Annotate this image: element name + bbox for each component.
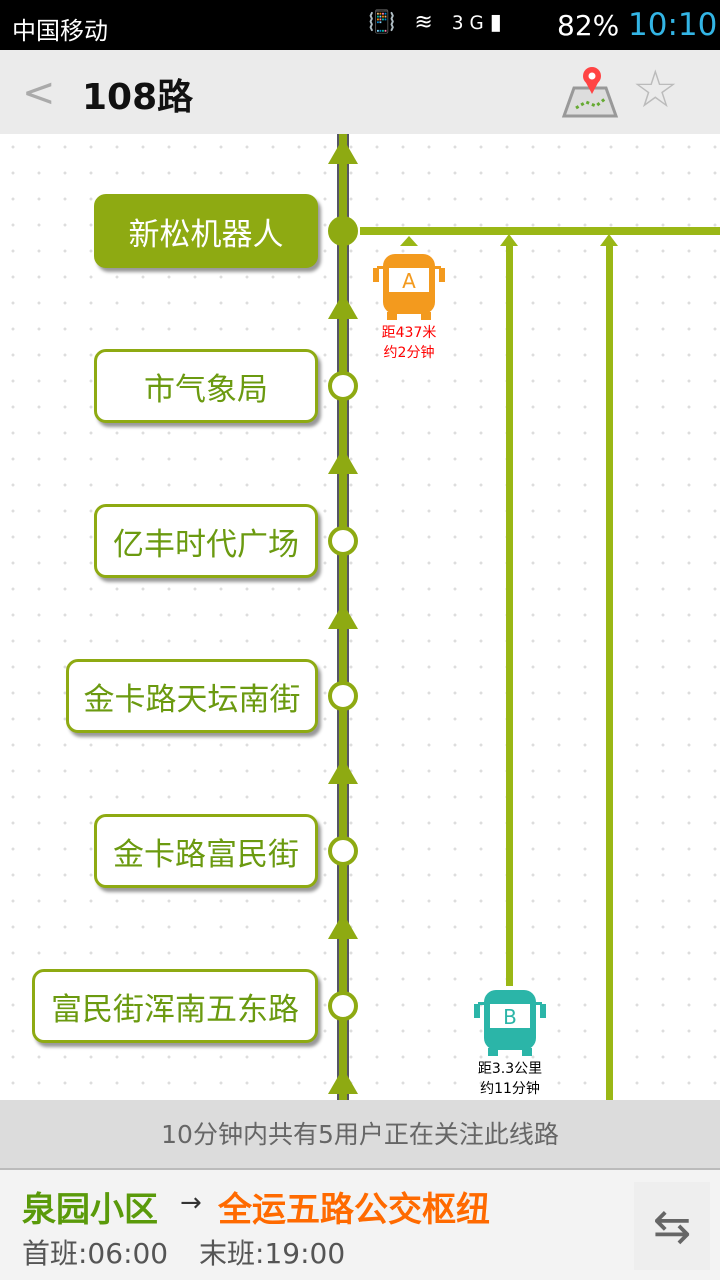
clock: 10:10: [628, 7, 718, 43]
signal-icons: 📳 ≋ 3G▮: [368, 10, 508, 35]
stop[interactable]: 富民街浑南五东路: [32, 969, 318, 1043]
carrier: 中国移动: [12, 17, 108, 45]
bus-eta: 约11分钟: [480, 1081, 540, 1097]
branch-line: [606, 240, 613, 1100]
stop[interactable]: 市气象局: [94, 349, 318, 423]
branch-line: [360, 227, 720, 235]
stop-node: [328, 526, 358, 556]
arrow-right-icon: →: [180, 1188, 202, 1218]
header: < 108路 ☆: [0, 50, 720, 134]
stop-current[interactable]: 新松机器人: [94, 194, 318, 268]
stop-node: [328, 681, 358, 711]
direction-arrow-icon: [600, 234, 618, 246]
destination-stop: 全运五路公交枢纽: [218, 1190, 490, 1230]
bus-a[interactable]: A 距437米 约2分钟: [359, 252, 459, 362]
stop-node: [328, 836, 358, 866]
direction-arrow-icon: [328, 913, 358, 939]
bus-distance: 距437米: [381, 325, 437, 341]
stop-node: [328, 991, 358, 1021]
last-bus-time: 末班:19:00: [199, 1237, 346, 1270]
swap-direction-icon[interactable]: ⇆: [634, 1182, 710, 1270]
bus-b[interactable]: B 距3.3公里 约11分钟: [460, 988, 560, 1098]
watchers-info: 10分钟内共有5用户正在关注此线路: [0, 1100, 720, 1170]
status-bar: 中国移动 📳 ≋ 3G▮ 82% 10:10: [0, 0, 720, 50]
battery-percent: 82%: [557, 9, 620, 42]
svg-text:A: A: [402, 269, 416, 293]
schedule: 首班:06:00 末班:19:00: [22, 1232, 367, 1272]
page-title: 108路: [82, 77, 194, 118]
stop-node: [328, 216, 358, 246]
bus-icon: A: [373, 254, 445, 320]
direction-arrow-icon: [328, 1068, 358, 1094]
direction-arrow-icon: [328, 138, 358, 164]
first-bus-time: 首班:06:00: [22, 1237, 169, 1270]
stop[interactable]: 金卡路富民街: [94, 814, 318, 888]
bus-eta: 约2分钟: [383, 345, 435, 361]
stop-node: [328, 371, 358, 401]
bus-icon: B: [474, 990, 546, 1056]
bus-distance: 距3.3公里: [477, 1061, 543, 1077]
route-map: 新松机器人 市气象局 亿丰时代广场 金卡路天坛南街 金卡路富民街 富民街浑南五东…: [0, 134, 720, 1100]
route-footer: 泉园小区 → 全运五路公交枢纽 首班:06:00 末班:19:00 ⇆: [0, 1170, 720, 1280]
chevron-left-icon[interactable]: <: [22, 70, 56, 116]
direction-arrow-icon: [328, 448, 358, 474]
network-type: 3G: [451, 13, 490, 34]
branch-line: [506, 240, 513, 986]
stop[interactable]: 亿丰时代广场: [94, 504, 318, 578]
origin-stop: 泉园小区: [22, 1190, 158, 1230]
direction-arrow-icon: [328, 603, 358, 629]
map-pin-icon[interactable]: [560, 64, 620, 120]
star-icon[interactable]: ☆: [632, 60, 679, 120]
direction-arrow-icon: [400, 236, 418, 246]
direction-arrow-icon: [328, 293, 358, 319]
direction-arrow-icon: [328, 758, 358, 784]
stop[interactable]: 金卡路天坛南街: [66, 659, 318, 733]
svg-text:B: B: [503, 1005, 517, 1029]
direction-arrow-icon: [500, 234, 518, 246]
